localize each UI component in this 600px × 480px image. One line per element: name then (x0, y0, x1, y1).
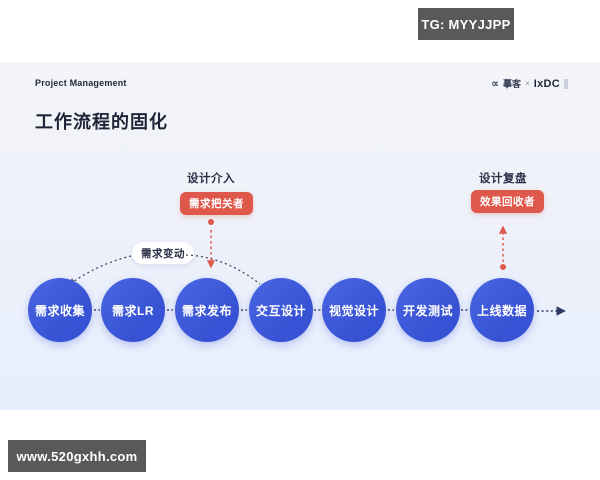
ixdc-logo-text: IxDC (533, 77, 560, 90)
flow-node-launch-data: 上线数据 (470, 278, 534, 342)
flow-node-requirement-collection: 需求收集 (28, 278, 92, 342)
telegram-watermark-badge: TG: MYYJJPP (418, 8, 514, 40)
flow-node-requirement-release: 需求发布 (175, 278, 239, 342)
design-entry-label: 设计介入 (187, 173, 235, 185)
design-review-label: 设计复盘 (479, 173, 527, 185)
flow-node-dev-testing: 开发测试 (396, 278, 460, 342)
slide-title: 工作流程的固化 (35, 112, 168, 132)
flow-node-requirement-lr: 需求LR (101, 278, 165, 342)
website-watermark-badge: www.520gxhh.com (8, 440, 146, 472)
requirement-change-pill: 需求变动 (132, 242, 194, 264)
ixdc-tagline-block (564, 78, 568, 89)
design-entry-badge: 需求把关者 (180, 192, 253, 215)
design-review-badge: 效果回收者 (471, 190, 544, 213)
logo-separator: × (525, 79, 530, 88)
partner-logos: ∝ 摹客 × IxDC (491, 77, 568, 90)
partner-logo-text: 摹客 (503, 79, 522, 89)
slide-eyebrow: Project Management (35, 78, 127, 88)
partner-logo-icon: ∝ (491, 78, 500, 90)
slide-canvas: Project Management ∝ 摹客 × IxDC 工作流程的固化 (0, 62, 600, 410)
flow-node-visual-design: 视觉设计 (322, 278, 386, 342)
flow-node-interaction-design: 交互设计 (249, 278, 313, 342)
